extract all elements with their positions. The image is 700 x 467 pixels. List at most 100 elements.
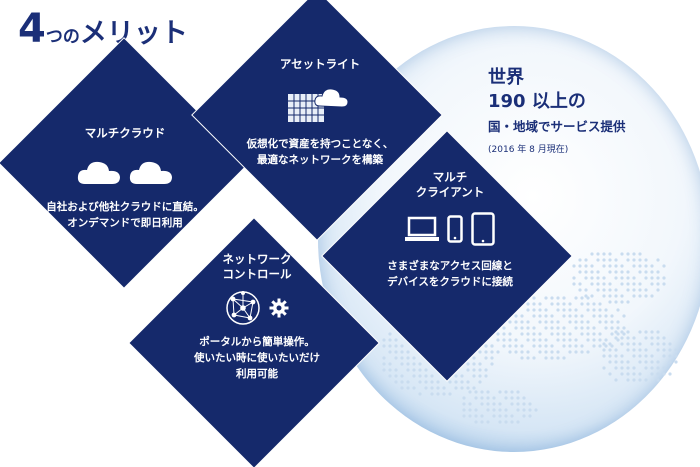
map-dot: [484, 356, 488, 360]
map-dot: [496, 332, 500, 336]
map-dot: [544, 344, 548, 348]
map-dot: [382, 356, 386, 360]
map-dot: [656, 258, 660, 262]
map-dot: [644, 294, 648, 298]
map-dot: [650, 342, 654, 346]
map-dot: [478, 362, 482, 366]
map-dot: [674, 354, 678, 358]
map-dot: [608, 282, 612, 286]
map-dot: [490, 356, 494, 360]
map-dot: [460, 386, 464, 390]
map-dot: [526, 308, 530, 312]
map-dot: [674, 360, 678, 364]
benefit-body-line: デバイスをクラウドに接続: [387, 276, 513, 288]
map-dot: [578, 264, 582, 268]
map-dot: [562, 308, 566, 312]
map-dot: [502, 344, 506, 348]
map-dot: [504, 414, 508, 418]
map-dot: [608, 258, 612, 262]
map-dot: [598, 320, 602, 324]
map-dot: [448, 380, 452, 384]
map-dot: [486, 390, 490, 394]
map-dot: [526, 338, 530, 342]
map-dot: [568, 302, 572, 306]
map-dot: [492, 402, 496, 406]
map-dot: [662, 354, 666, 358]
map-dot: [610, 314, 614, 318]
map-dot: [406, 362, 410, 366]
map-dot: [388, 374, 392, 378]
map-dot: [412, 374, 416, 378]
map-dot: [620, 276, 624, 280]
map-dot: [510, 390, 514, 394]
benefit-title: マルチ: [432, 170, 468, 184]
map-dot: [516, 396, 520, 400]
device-icons: [350, 212, 550, 246]
map-dot: [400, 362, 404, 366]
map-dot: [532, 332, 536, 336]
map-dot: [462, 402, 466, 406]
map-dot: [480, 420, 484, 424]
world-line1: 世界: [488, 67, 524, 88]
map-dot: [526, 350, 530, 354]
benefit-body-line: 使いたい時に使いたいだけ: [194, 352, 320, 364]
map-dot: [626, 252, 630, 256]
map-dot: [574, 314, 578, 318]
map-dot: [550, 326, 554, 330]
title-particle: つの: [45, 27, 80, 47]
map-dot: [562, 338, 566, 342]
map-dot: [472, 356, 476, 360]
map-dot: [394, 338, 398, 342]
map-dot: [614, 360, 618, 364]
map-dot: [632, 252, 636, 256]
map-dot: [406, 386, 410, 390]
map-dot: [504, 396, 508, 400]
map-dot: [614, 288, 618, 292]
map-dot: [668, 360, 672, 364]
map-dot: [556, 350, 560, 354]
map-dot: [484, 374, 488, 378]
map-dot: [638, 354, 642, 358]
map-dot: [544, 338, 548, 342]
map-dot: [580, 320, 584, 324]
map-dot: [400, 386, 404, 390]
map-dot: [424, 386, 428, 390]
map-dot: [578, 288, 582, 292]
map-dot: [516, 408, 520, 412]
map-dot: [608, 252, 612, 256]
map-dot: [644, 330, 648, 334]
map-dot: [394, 350, 398, 354]
map-dot: [608, 270, 612, 274]
map-dot: [662, 372, 666, 376]
map-dot: [572, 282, 576, 286]
map-dot: [650, 276, 654, 280]
map-dot: [584, 294, 588, 298]
map-dot: [604, 338, 608, 342]
map-dot: [514, 326, 518, 330]
map-dot: [522, 396, 526, 400]
map-dot: [492, 396, 496, 400]
map-dot: [592, 344, 596, 348]
map-dot: [656, 366, 660, 370]
phone-icon: [447, 215, 463, 243]
map-dot: [544, 314, 548, 318]
map-dot: [616, 338, 620, 342]
map-dot: [510, 420, 514, 424]
world-coverage: 世界 190 以上の 国・地域でサービス提供 (2016 年 8 月現在): [488, 66, 626, 155]
map-dot: [480, 414, 484, 418]
map-dot: [478, 374, 482, 378]
map-dot: [510, 414, 514, 418]
map-dot: [674, 348, 678, 352]
map-dot: [632, 348, 636, 352]
map-dot: [538, 344, 542, 348]
map-dot: [608, 360, 612, 364]
map-dot: [400, 344, 404, 348]
map-dot: [502, 338, 506, 342]
map-dot: [590, 276, 594, 280]
map-dot: [498, 420, 502, 424]
map-dot: [526, 332, 530, 336]
map-dot: [448, 392, 452, 396]
map-dot: [662, 264, 666, 268]
map-dot: [650, 354, 654, 358]
map-dot: [550, 314, 554, 318]
